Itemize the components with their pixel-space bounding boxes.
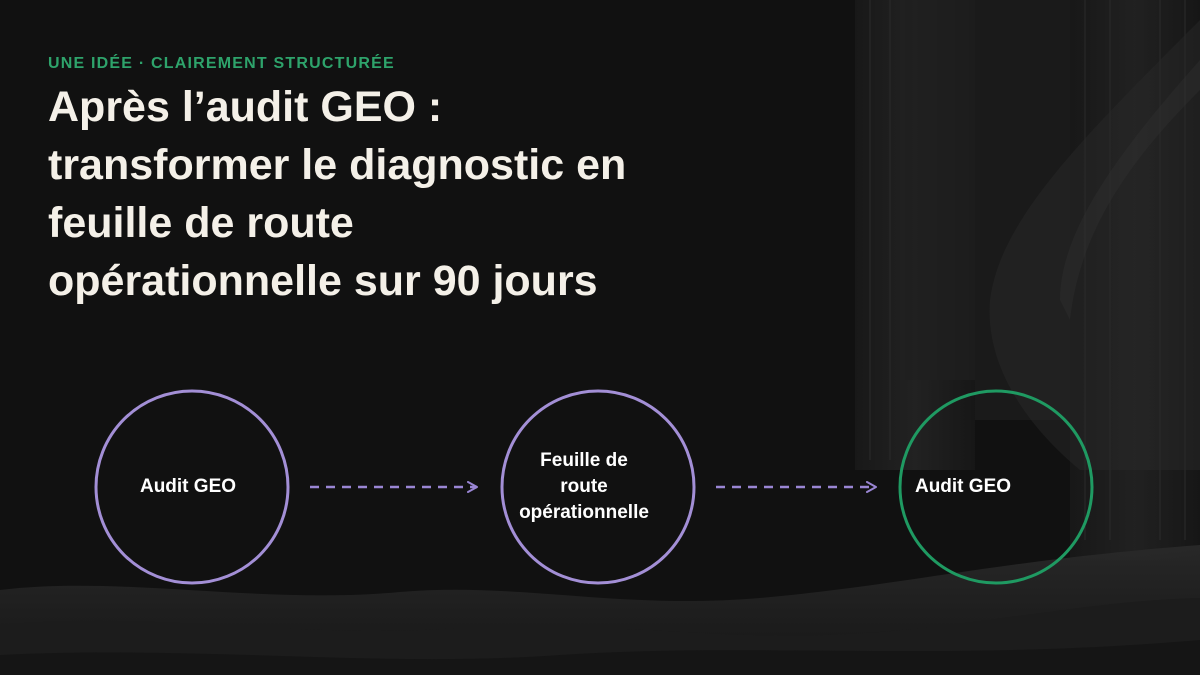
flow-node-1-label: Audit GEO — [139, 476, 237, 497]
eyebrow-label: UNE IDÉE · CLAIREMENT STRUCTURÉE — [48, 55, 395, 72]
flow-node-3-circle — [898, 389, 1094, 585]
flow-node-2-label: Feuille de route opérationnelle — [519, 450, 649, 523]
page-title: Après l’audit GEO : transformer le diagn… — [48, 83, 627, 305]
flow-node-1-circle — [94, 389, 290, 585]
flow-node-3-label: Audit GEO — [914, 476, 1012, 497]
flow-node-2-circle — [500, 389, 696, 585]
